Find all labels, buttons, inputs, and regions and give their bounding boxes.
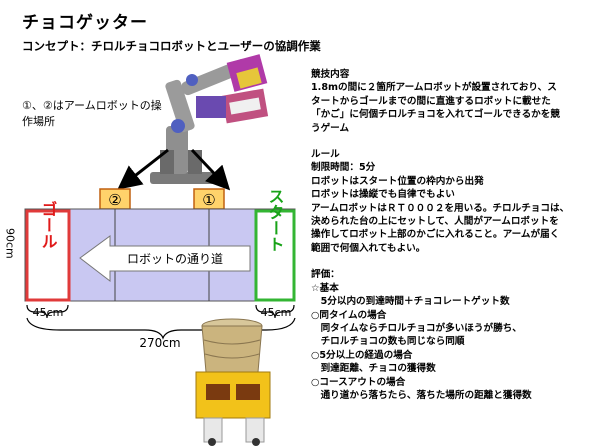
evaluation-line: チロルチョコの数も同じなら同順 xyxy=(311,335,597,348)
evaluation-line: 通り道から落ちたら、落ちた場所の距離と獲得数 xyxy=(311,389,597,402)
evaluation-block: 評価： ☆基本 5分以内の到達時間＋チョコレートゲット数 ○同タイムの場合 同タ… xyxy=(311,268,597,402)
evaluation-line: 同タイムならチロルチョコが多いほうが勝ち、 xyxy=(311,322,597,335)
path-label: ロボットの通り道 xyxy=(127,252,223,266)
station-2-label: ② xyxy=(108,191,121,209)
competition-line: 1.8mの間に２箇所アームロボットが設置されており、ス xyxy=(311,81,597,94)
competition-heading: 競技内容 xyxy=(311,68,597,81)
competition-line: タートからゴールまでの間に直進するロボットに載せた xyxy=(311,95,597,108)
basket-robot-image xyxy=(196,319,270,446)
goal-label: ゴール xyxy=(39,200,58,249)
evaluation-heading: 評価： xyxy=(311,268,597,281)
competition-block: 競技内容 1.8mの間に２箇所アームロボットが設置されており、ス タートからゴー… xyxy=(311,68,597,135)
start-label: スタート xyxy=(266,188,285,252)
evaluation-line: ☆基本 xyxy=(311,282,597,295)
evaluation-line: 5分以内の到達時間＋チョコレートゲット数 xyxy=(311,295,597,308)
goal-width-label: 45cm xyxy=(33,306,64,319)
station-1: ① xyxy=(194,189,224,209)
rule-line: 制限時間：5分 xyxy=(311,161,597,174)
rule-line: 決められた台の上にセットして、人間がアームロボットを xyxy=(311,215,597,228)
rule-line: 操作してロボット上部のかごに入れること。アームが届く xyxy=(311,228,597,241)
competition-line: 「かご」に何個チロルチョコを入れてゴールできるかを競 xyxy=(311,108,597,121)
evaluation-line: ○5分以上の経過の場合 xyxy=(311,349,597,362)
height-label: 90cm xyxy=(4,228,17,259)
station-1-label: ① xyxy=(202,191,215,209)
rule-line: アームロボットはＲＴ０００２を用いる。チロルチョコは、 xyxy=(311,202,597,215)
rule-line: ロボットは操縦でも自律でもよい xyxy=(311,188,597,201)
rule-block: ルール 制限時間：5分 ロボットはスタート位置の枠内から出発 ロボットは操縦でも… xyxy=(311,148,597,255)
evaluation-line: ○コースアウトの場合 xyxy=(311,376,597,389)
total-width-label: 270cm xyxy=(139,336,180,350)
station-2: ② xyxy=(100,189,130,209)
arm-robot-image xyxy=(150,54,268,184)
rule-line: 範囲で何個入れてもよい。 xyxy=(311,242,597,255)
evaluation-line: ○同タイムの場合 xyxy=(311,309,597,322)
competition-line: うゲーム xyxy=(311,122,597,135)
evaluation-line: 到達距離、チョコの獲得数 xyxy=(311,362,597,375)
rules-panel: 競技内容 1.8mの間に２箇所アームロボットが設置されており、ス タートからゴー… xyxy=(311,68,597,415)
rule-line: ロボットはスタート位置の枠内から出発 xyxy=(311,175,597,188)
start-width-label: 45cm xyxy=(261,306,292,319)
rule-heading: ルール xyxy=(311,148,597,161)
